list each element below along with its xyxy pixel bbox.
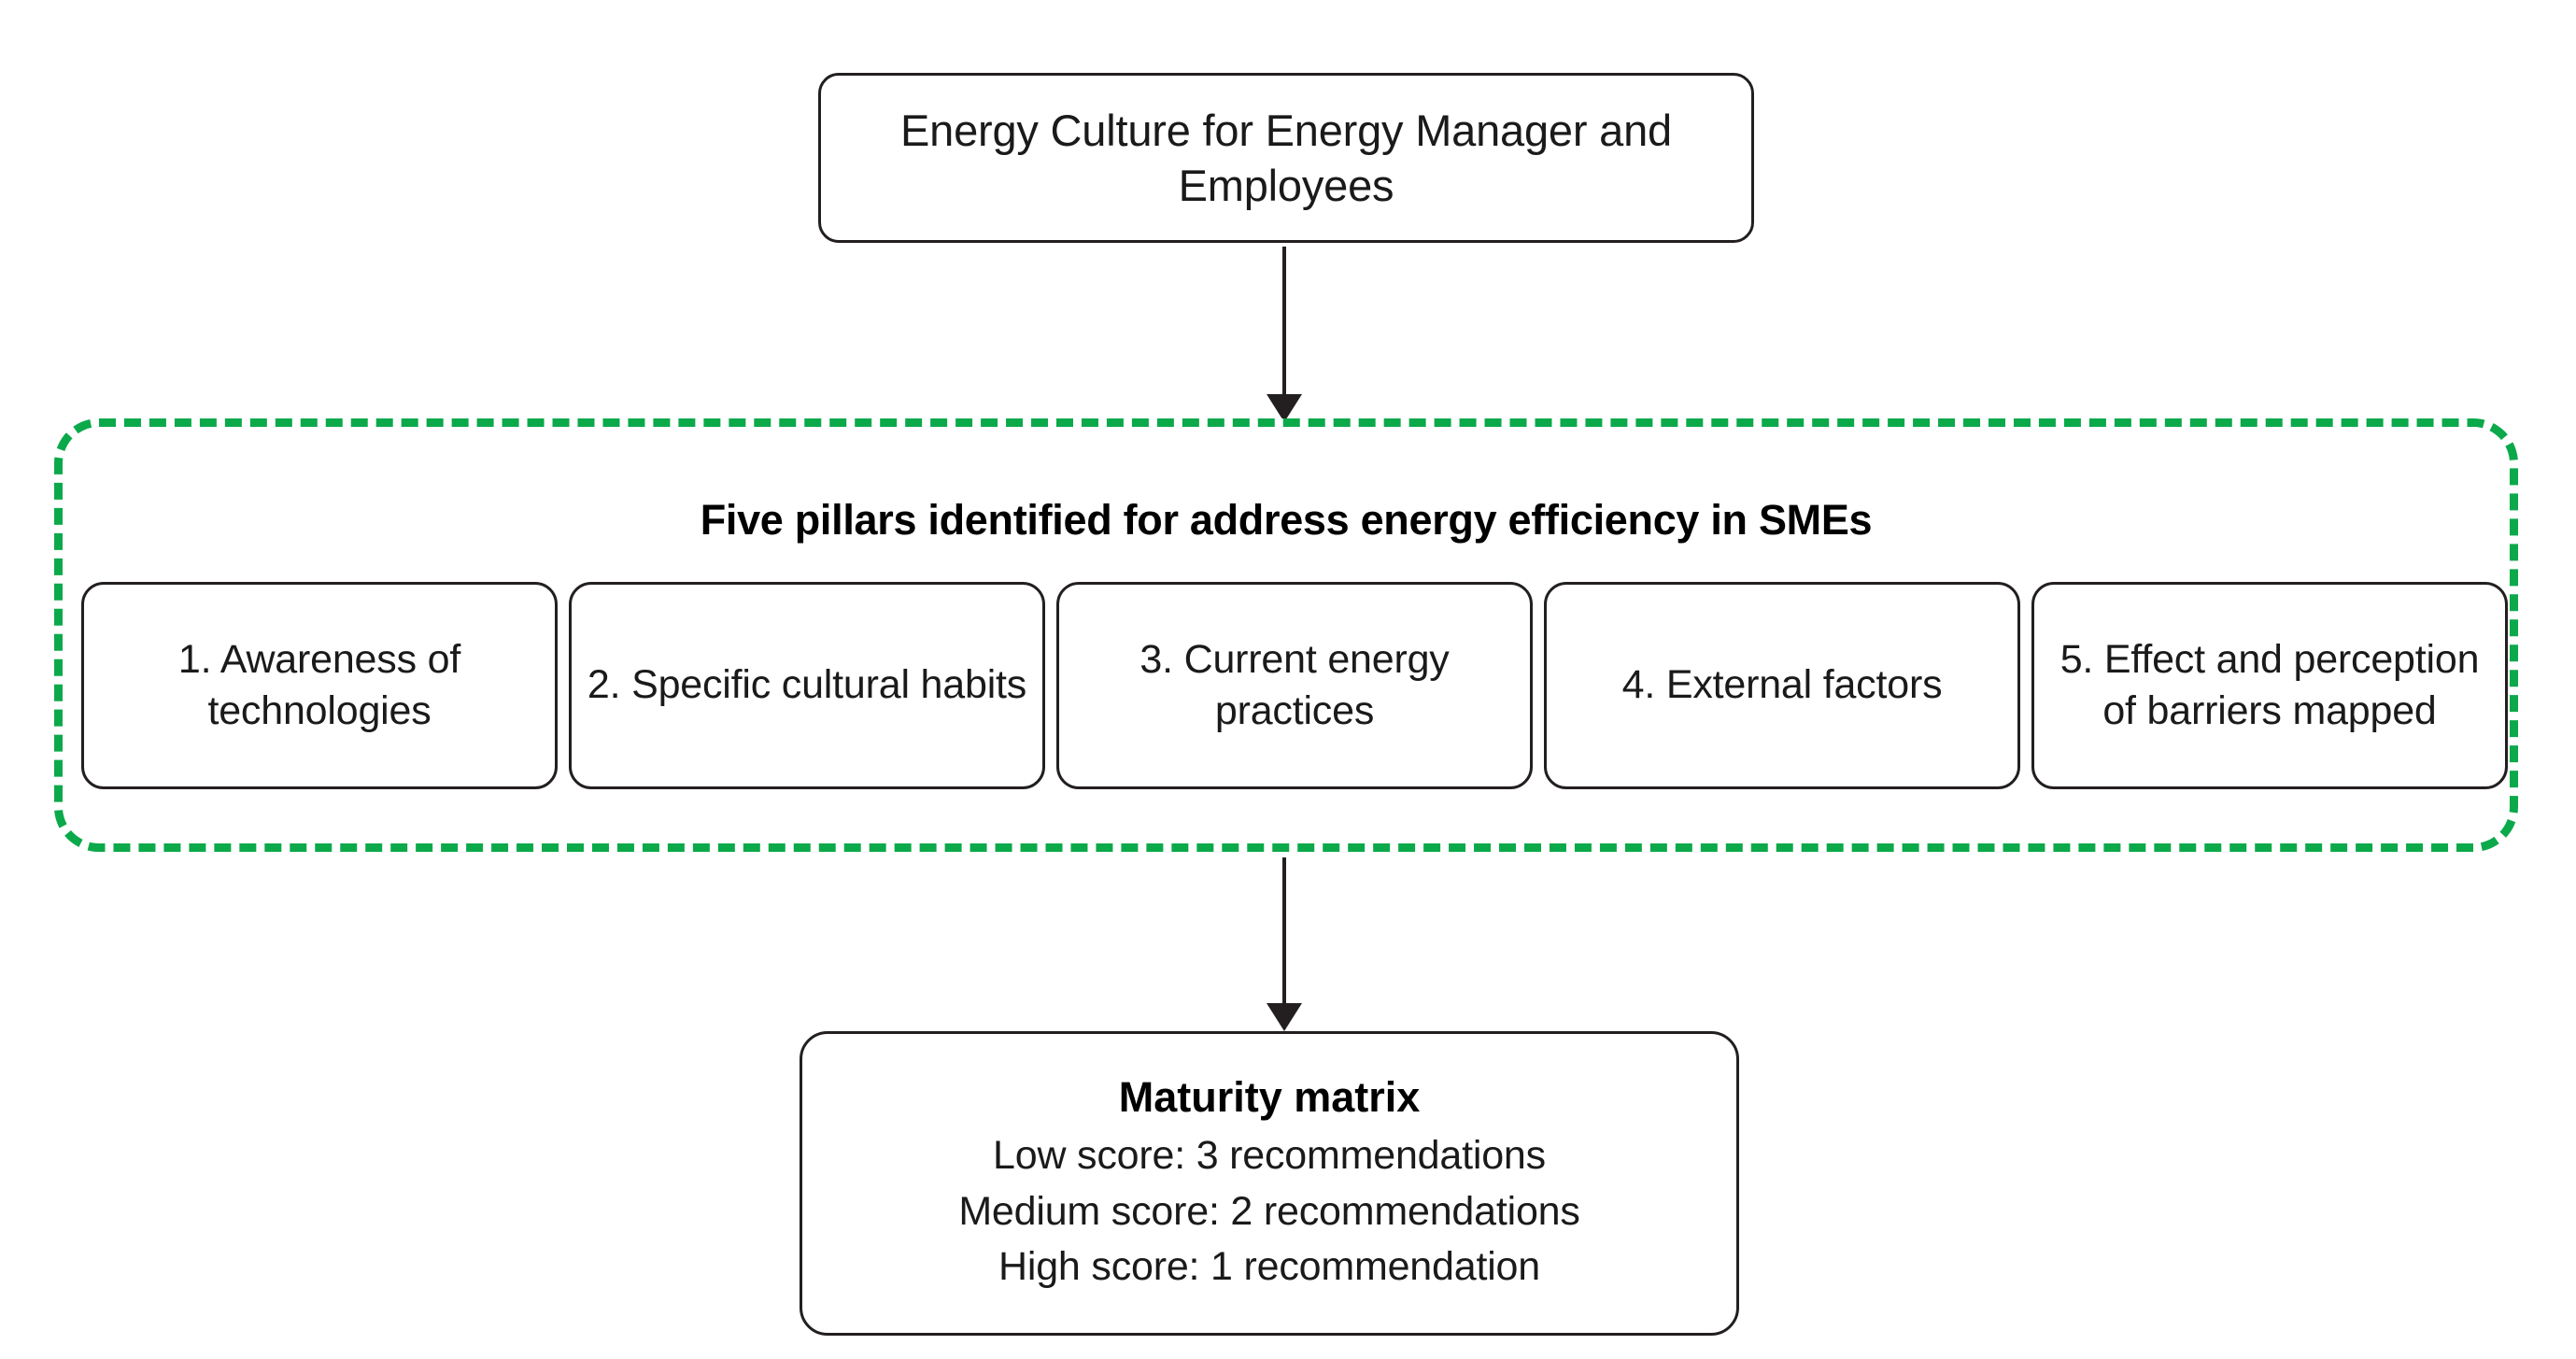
pillar-box-3[interactable]: 3. Current energy practices — [1056, 582, 1533, 789]
pillar-label-5: 5. Effect and perception of barriers map… — [2059, 636, 2480, 733]
maturity-matrix-line-high: High score: 1 recommendation — [998, 1244, 1540, 1290]
arrow-shaft — [1282, 857, 1286, 1005]
pillar-label-1: 1. Awareness of technologies — [177, 636, 461, 733]
node-energy-culture-label: Energy Culture for Energy Manager and Em… — [899, 105, 1672, 210]
maturity-matrix-title: Maturity matrix — [1118, 1072, 1421, 1121]
arrow-head — [1267, 394, 1302, 422]
pillar-label-2: 2. Specific cultural habits — [587, 662, 1027, 708]
arrow-shaft — [1282, 247, 1286, 396]
pillar-box-1[interactable]: 1. Awareness of technologies — [81, 582, 558, 789]
node-maturity-matrix: Maturity matrix Low score: 3 recommendat… — [800, 1031, 1739, 1336]
maturity-matrix-line-medium: Medium score: 2 recommendations — [958, 1188, 1580, 1234]
maturity-matrix-line-low: Low score: 3 recommendations — [993, 1133, 1546, 1179]
pillars-container: Five pillars identified for address ener… — [54, 418, 2518, 852]
arrow-down-icon-bottom — [1266, 857, 1303, 1031]
pillars-row: 1. Awareness of technologies 2. Specific… — [81, 582, 2508, 789]
pillar-box-5[interactable]: 5. Effect and perception of barriers map… — [2031, 582, 2508, 789]
node-energy-culture: Energy Culture for Energy Manager and Em… — [818, 73, 1754, 243]
pillar-label-3: 3. Current energy practices — [1139, 636, 1450, 733]
pillar-box-2[interactable]: 2. Specific cultural habits — [569, 582, 1045, 789]
arrow-head — [1267, 1003, 1302, 1031]
arrow-down-icon-top — [1266, 247, 1303, 422]
pillar-label-4: 4. External factors — [1621, 662, 1943, 708]
pillar-box-4[interactable]: 4. External factors — [1544, 582, 2020, 789]
pillars-heading: Five pillars identified for address ener… — [700, 496, 1873, 544]
